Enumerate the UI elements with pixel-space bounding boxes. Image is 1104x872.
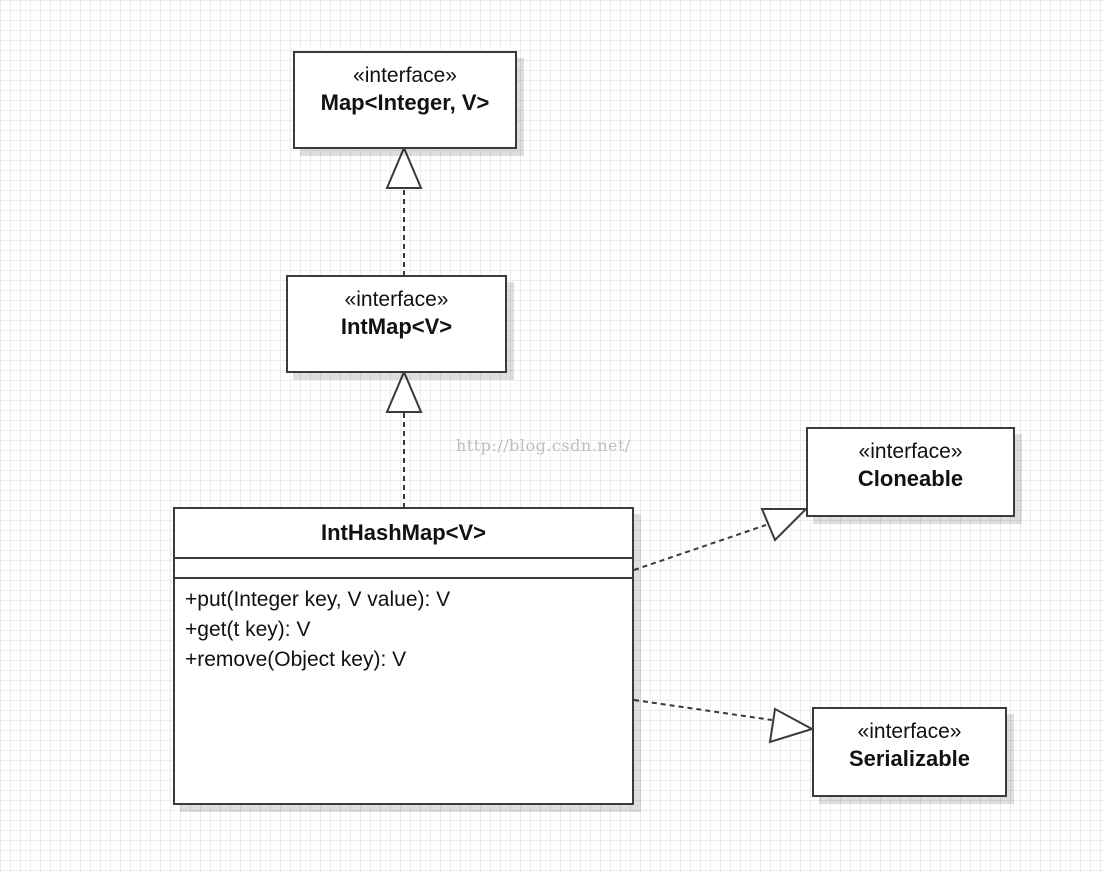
realization-line-inthashmap-serializable[interactable] (633, 699, 773, 721)
interface-name: Cloneable (857, 466, 964, 491)
class-name: IntHashMap<V> (175, 509, 632, 559)
interface-intmap-box[interactable]: «interface» IntMap<V> (286, 275, 507, 373)
class-inthashmap-box[interactable]: IntHashMap<V> +put(Integer key, V value)… (173, 507, 634, 805)
interface-map-box[interactable]: «interface» Map<Integer, V> (293, 51, 517, 149)
operation-remove: +remove(Object key): V (185, 648, 407, 671)
realization-arrowhead-cloneable (760, 508, 809, 542)
operations-compartment: +put(Integer key, V value): V +get(t key… (185, 585, 450, 675)
operation-put: +put(Integer key, V value): V (185, 588, 451, 611)
stereotype-label: «interface» (857, 720, 962, 743)
stereotype-label: «interface» (353, 64, 457, 87)
attributes-compartment (175, 559, 632, 579)
stereotype-label: «interface» (858, 440, 963, 463)
stereotype-label: «interface» (344, 288, 449, 311)
watermark-text: http://blog.csdn.net/ (456, 436, 631, 455)
realization-arrowhead-map (385, 145, 423, 189)
interface-cloneable-box[interactable]: «interface» Cloneable (806, 427, 1015, 517)
realization-line-inthashmap-cloneable[interactable] (633, 524, 767, 571)
interface-serializable-box[interactable]: «interface» Serializable (812, 707, 1007, 797)
operation-get: +get(t key): V (185, 618, 311, 641)
realization-arrowhead-intmap (385, 369, 423, 413)
interface-name: Serializable (848, 746, 971, 771)
interface-name: IntMap<V> (340, 314, 453, 339)
realization-arrowhead-serializable (768, 707, 815, 744)
interface-name: Map<Integer, V> (320, 90, 490, 115)
